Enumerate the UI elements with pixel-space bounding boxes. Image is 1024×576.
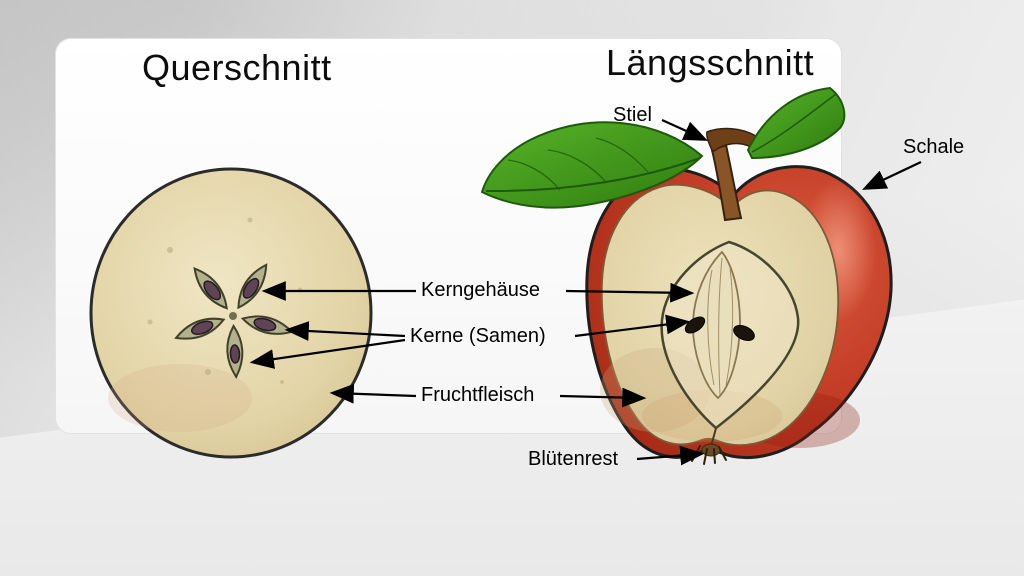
arrow-kerne-right (574, 314, 691, 338)
core-capsule (692, 250, 741, 400)
seed-pocket (174, 317, 226, 340)
arrow-fruchtfleisch-left (329, 383, 417, 404)
label-kerne: Kerne (Samen) (410, 325, 546, 347)
arrow-fruchtfleisch-right (559, 387, 647, 408)
label-stiel: Stiel (613, 104, 652, 126)
title-laengsschnitt: Längsschnitt (606, 42, 815, 83)
seed-pocket (237, 263, 268, 310)
seed (190, 320, 214, 336)
core-center (229, 312, 237, 320)
arrow-kerngehaeuse-right (565, 282, 695, 303)
arrow-kerne-left-2 (249, 338, 406, 369)
arrow-schale (862, 161, 922, 190)
seed-pocket (193, 267, 228, 310)
core-star (174, 263, 294, 379)
label-schale: Schale (903, 136, 965, 158)
leaf-side-veins (507, 137, 649, 191)
arrow-bluetenrest (636, 445, 705, 466)
seed (242, 277, 260, 299)
label-kerngehaeuse: Kerngehäuse (421, 279, 540, 301)
seed-pocket (226, 324, 244, 379)
arrow-stiel (661, 118, 709, 141)
label-fruchtfleisch: Fruchtfleisch (421, 384, 535, 406)
leaf-vein (485, 157, 701, 193)
seed (229, 344, 241, 364)
seed (733, 324, 755, 342)
leaf-vein (751, 93, 837, 153)
arrow-kerne-left-1 (284, 321, 406, 341)
apple-longitudinal-section (480, 86, 893, 465)
seed (253, 317, 277, 332)
leaf-right (746, 86, 846, 160)
leaf-left (480, 121, 704, 209)
capsule-striations (707, 257, 734, 396)
label-arrows (249, 118, 922, 466)
label-bluetenrest: Blütenrest (528, 448, 619, 470)
apple-cross-section (89, 167, 373, 459)
seed (203, 280, 222, 301)
title-querschnitt: Querschnitt (142, 47, 332, 88)
seed-pocket (240, 315, 294, 335)
flesh-blush (108, 364, 252, 432)
